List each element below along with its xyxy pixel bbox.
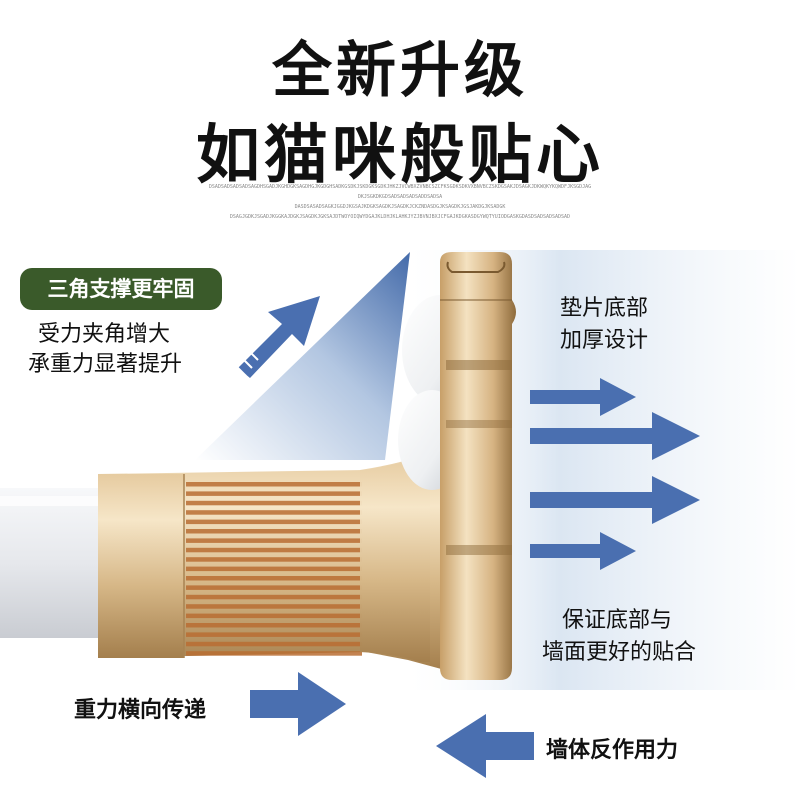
sleeve-collar [98,474,184,658]
force-label-line-1: 受力夹角增大 [38,322,171,347]
pad-label-line-2: 加厚设计 [560,328,649,353]
groove-line [186,585,362,590]
groove-line [186,613,362,619]
fine-print-line: DSAGJGDKJSGADJKGGKAJDGKJSAGDKJGKSAJDTWOY… [229,214,571,220]
fine-print-line: DSADSADSADSADSAGDHSGADJKGHDGKSAGDHGJKGDG… [208,184,592,190]
force-wedge [195,252,410,460]
groove-line [186,632,362,637]
arrow-left-icon [436,714,534,778]
arrow-up-right-icon [231,296,320,378]
groove-line [186,557,362,562]
gravity-label: 重力横向传递 [74,698,207,723]
groove-line [186,651,362,656]
headline-line-1: 全新升级 [272,36,528,106]
fine-print-line: DKJSGKDKGDSADSADSADSADDSADSA [357,194,443,200]
groove-line [186,538,362,543]
fine-print-line: DASDSASADSAGKJGGDJKGSAJKDGKSAGDKJSAGDKJC… [294,204,506,210]
groove-line [186,623,362,628]
groove-line [186,529,362,534]
headline-line-2: 如猫咪般贴心 [196,119,604,193]
groove-line [186,566,362,572]
arrow-right-icon [530,378,700,570]
groove-line [186,510,362,515]
groove-line [186,500,362,506]
groove-line [186,547,362,553]
groove-line [186,519,362,525]
gravity-arrow-icon [250,672,346,736]
force-label-line-2: 承重力显著提升 [28,352,183,377]
groove-line [186,576,362,581]
pad-label-line-1: 垫片底部 [560,296,649,321]
white-rod [0,488,110,638]
groove-line [186,604,362,609]
fit-label-line-2: 墙面更好的贴合 [542,640,697,665]
groove-line [186,641,362,647]
wall-reaction-label: 墙体反作用力 [546,738,679,763]
groove-line [186,482,362,487]
fit-label-line-1: 保证底部与 [562,608,673,633]
feature-badge: 三角支撑更牢固 [20,268,222,310]
gold-end-pad [440,252,516,680]
groove-line [186,491,362,496]
groove-line [186,594,362,600]
copper-grooves [186,482,362,656]
